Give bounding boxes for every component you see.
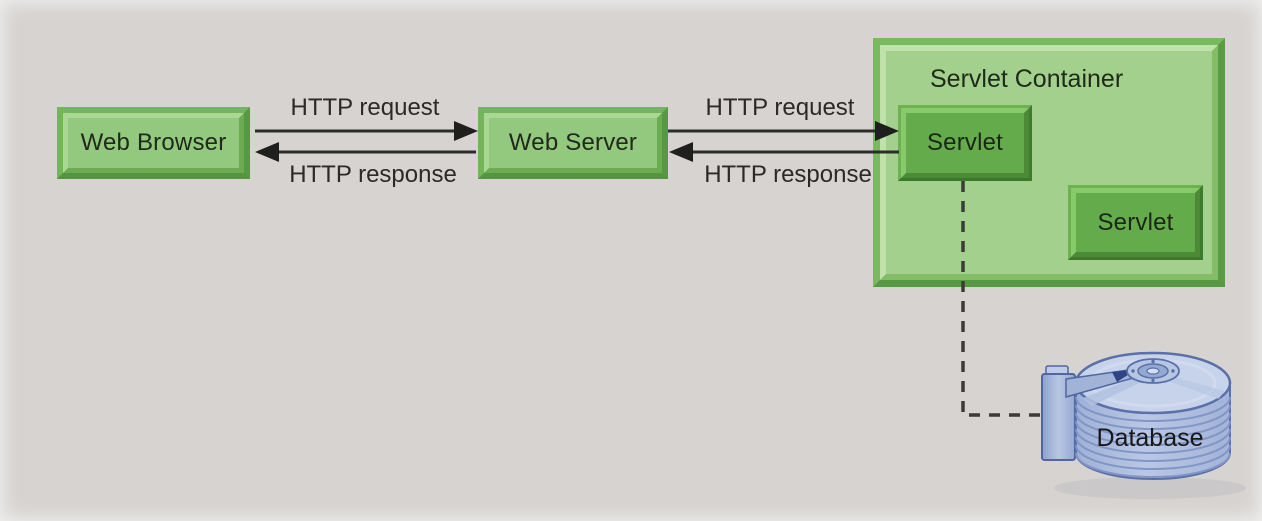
database-arm-tower xyxy=(1041,365,1076,461)
node-servlet-1: Servlet xyxy=(898,105,1032,181)
label-http-response-1: HTTP response xyxy=(289,161,457,188)
http-response-arrow-1 xyxy=(255,142,476,162)
node-servlet-2: Servlet xyxy=(1068,185,1203,260)
http-request-arrow-1 xyxy=(255,121,478,141)
node-servlet-2-face: Servlet xyxy=(1071,188,1200,257)
database-hub xyxy=(1126,358,1180,384)
node-web-server: Web Server xyxy=(478,107,668,179)
servlet-container: Servlet Container Servlet Servlet xyxy=(873,38,1225,287)
servlet-1-label: Servlet xyxy=(926,129,1004,156)
servlet-container-face: Servlet Container Servlet Servlet xyxy=(880,45,1218,280)
node-servlet-1-face: Servlet xyxy=(901,108,1029,178)
web-browser-label: Web Browser xyxy=(80,129,227,156)
node-web-server-face: Web Server xyxy=(484,113,662,173)
node-web-browser-face: Web Browser xyxy=(63,113,244,173)
database-label: Database xyxy=(1096,424,1203,452)
servlet-container-title: Servlet Container xyxy=(930,65,1124,93)
label-http-request-2: HTTP request xyxy=(705,94,855,121)
label-http-response-2: HTTP response xyxy=(704,161,872,188)
http-request-arrow-2 xyxy=(668,121,899,141)
label-http-request-1: HTTP request xyxy=(290,94,440,121)
database-cylinder-body xyxy=(1075,384,1231,480)
node-web-browser: Web Browser xyxy=(57,107,250,179)
http-response-arrow-2 xyxy=(669,142,899,162)
database-top-disc xyxy=(1074,351,1232,415)
servlet-2-label: Servlet xyxy=(1097,208,1174,236)
database-read-arm xyxy=(1065,366,1152,398)
database-ridges xyxy=(1075,396,1231,478)
database-shadow xyxy=(1054,477,1246,499)
web-server-label: Web Server xyxy=(508,129,638,156)
